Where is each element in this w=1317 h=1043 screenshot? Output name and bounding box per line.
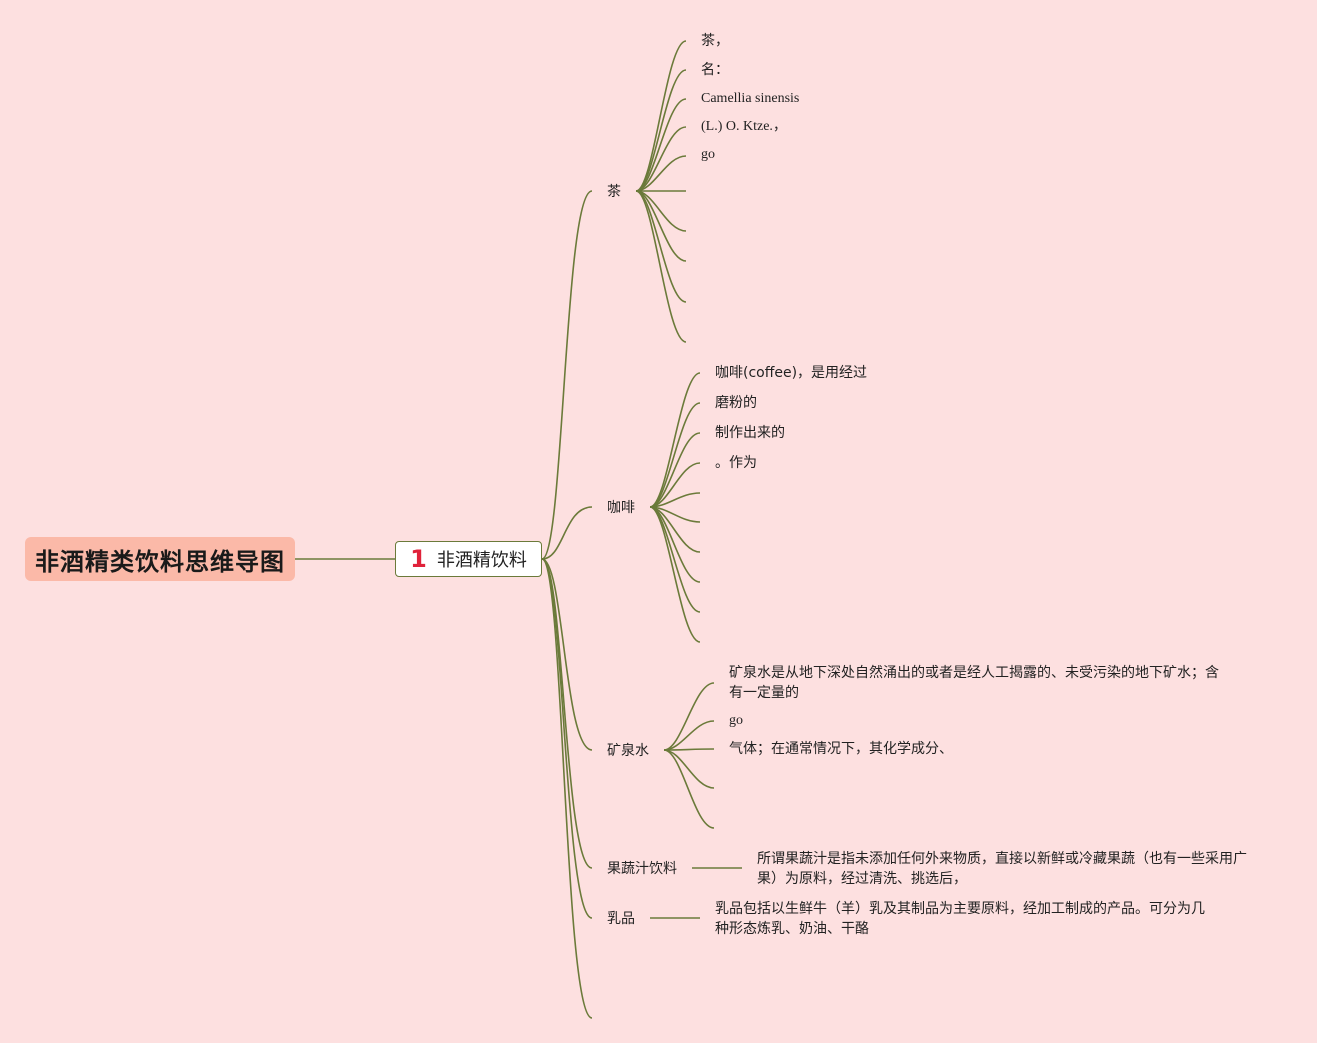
connector-coffee bbox=[541, 506, 593, 560]
tea-leaf[interactable]: 茶， bbox=[701, 33, 729, 49]
connector-mineral-water bbox=[541, 558, 593, 751]
coffee-leaf-connector bbox=[649, 506, 701, 643]
coffee-leaf-connector bbox=[649, 506, 701, 583]
branch-coffee[interactable]: 咖啡 bbox=[607, 500, 635, 516]
tea-leaf-connector bbox=[635, 69, 687, 192]
tea-leaf-connector bbox=[635, 126, 687, 192]
connector-tea bbox=[541, 190, 593, 560]
tea-leaf[interactable]: Camellia sinensis bbox=[701, 91, 800, 106]
tea-leaf-connector bbox=[635, 155, 687, 192]
mineral-leaf-connector bbox=[663, 749, 715, 829]
mineral-leaf-connector bbox=[663, 748, 715, 751]
connector-empty-branch bbox=[541, 558, 593, 1019]
branch-mineral-water[interactable]: 矿泉水 bbox=[607, 743, 649, 759]
coffee-leaf-connector bbox=[649, 506, 701, 613]
branch-dairy[interactable]: 乳品 bbox=[607, 911, 635, 927]
coffee-leaf-connector bbox=[649, 372, 701, 508]
branch-tea[interactable]: 茶 bbox=[607, 184, 621, 200]
tea-leaf-connector bbox=[635, 98, 687, 192]
tea-leaf-connector bbox=[635, 190, 687, 303]
branch-juice[interactable]: 果蔬汁饮料 bbox=[607, 861, 677, 877]
root-topic[interactable]: 非酒精类饮料思维导图 bbox=[25, 537, 295, 581]
subroot-topic[interactable]: 1 非酒精饮料 bbox=[395, 541, 542, 577]
coffee-leaf[interactable]: 咖啡(coffee)，是用经过 bbox=[715, 365, 868, 381]
mineral-water-leaf[interactable]: go bbox=[729, 713, 743, 728]
tea-leaf[interactable]: go bbox=[701, 147, 715, 162]
tea-leaf[interactable]: (L.) O. Ktze.， bbox=[701, 119, 787, 134]
coffee-leaf-connector bbox=[649, 402, 701, 508]
tea-leaf-connector bbox=[635, 40, 687, 192]
dairy-description[interactable]: 乳品包括以生鲜牛（羊）乳及其制品为主要原料，经加工制成的产品。可分为几种形态炼乳… bbox=[715, 901, 1205, 937]
priority-one-icon: 1 bbox=[410, 545, 427, 573]
subroot-title: 非酒精饮料 bbox=[436, 550, 527, 571]
coffee-leaf[interactable]: 磨粉的 bbox=[715, 395, 757, 411]
tea-leaf[interactable]: 名： bbox=[701, 62, 729, 78]
juice-description[interactable]: 所谓果蔬汁是指未添加任何外来物质，直接以新鲜或冷藏果蔬（也有一些采用广果）为原料… bbox=[757, 851, 1247, 887]
tea-leaf-connector bbox=[635, 190, 687, 343]
connector-dairy bbox=[541, 558, 593, 919]
root-title: 非酒精类饮料思维导图 bbox=[35, 547, 285, 576]
mineral-leaf-connector bbox=[663, 682, 715, 751]
mineral-water-leaf[interactable]: 矿泉水是从地下深处自然涌出的或者是经人工揭露的、未受污染的地下矿水；含有一定量的 bbox=[729, 665, 1219, 701]
coffee-leaf-connector bbox=[649, 432, 701, 508]
coffee-leaf[interactable]: 制作出来的 bbox=[715, 425, 785, 441]
coffee-leaf[interactable]: 。作为 bbox=[715, 455, 757, 471]
mineral-water-leaf[interactable]: 气体；在通常情况下，其化学成分、 bbox=[729, 741, 953, 757]
